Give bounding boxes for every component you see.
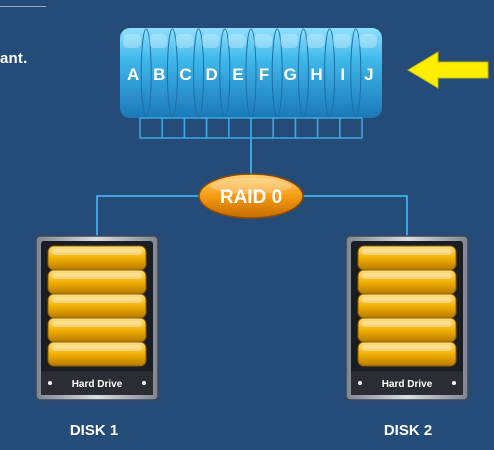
stripe-segment-rim xyxy=(219,28,231,118)
raid0-badge: RAID 0 xyxy=(198,173,304,219)
stripe-segment-rim xyxy=(297,28,309,118)
drive-plate xyxy=(351,371,463,395)
left-arrow-icon xyxy=(407,51,489,89)
disk-2-label: DISK 2 xyxy=(383,422,433,439)
screw-icon xyxy=(142,381,146,385)
platter-shine xyxy=(52,297,142,303)
stripe-segment-rim xyxy=(193,28,205,118)
stripe-letter-C: C xyxy=(179,65,191,84)
platter xyxy=(357,341,457,367)
platter-shine xyxy=(362,273,452,279)
stripe-connector-box xyxy=(272,117,297,139)
side-caption-fragment: ant. xyxy=(0,50,28,67)
hard-drive-1: Hard Drive xyxy=(35,235,159,401)
stripe-segment-highlight xyxy=(201,34,220,48)
connector-lines xyxy=(96,138,408,238)
stripe-connector-box xyxy=(228,117,252,139)
platter-shine xyxy=(52,249,142,255)
stripe-segment-rim xyxy=(324,28,336,118)
stripe-dividers xyxy=(123,28,377,118)
stripe-connector-box xyxy=(139,117,163,139)
stripe-letter-H: H xyxy=(310,65,322,84)
platter-shine xyxy=(52,273,142,279)
platter xyxy=(47,341,147,367)
stripe-connector-box xyxy=(183,117,208,139)
connector-line-disk2 xyxy=(302,195,408,238)
platter-shine xyxy=(52,345,142,351)
stripe-connectors xyxy=(139,117,363,139)
platter-shine xyxy=(362,345,452,351)
platter-shine xyxy=(52,321,142,327)
drive-platters xyxy=(47,245,147,367)
drive-plate-label: Hard Drive xyxy=(382,379,433,390)
stripe-segment-highlight xyxy=(175,34,194,48)
stripe-connector-box xyxy=(339,117,363,139)
drive-platters xyxy=(357,245,457,367)
connector-line-disk1 xyxy=(96,195,200,238)
stripe-letter-E: E xyxy=(232,65,243,84)
platter-shine xyxy=(362,297,452,303)
stripe-letter-A: A xyxy=(127,65,139,84)
screw-icon xyxy=(358,381,362,385)
screw-icon xyxy=(48,381,52,385)
drive-plate xyxy=(41,371,153,395)
stripe-letter-I: I xyxy=(340,65,345,84)
stripe-segment-highlight xyxy=(123,34,142,48)
stripe-segment-highlight xyxy=(280,34,299,48)
stripe-segment-highlight xyxy=(306,34,325,48)
hard-drive-2: Hard Drive xyxy=(345,235,469,401)
platter-shine xyxy=(362,321,452,327)
screw-icon xyxy=(452,381,456,385)
stripe-segment-highlight xyxy=(149,34,168,48)
stripe-letter-G: G xyxy=(284,65,297,84)
stripe-segment-rim xyxy=(271,28,283,118)
stripe-connector-box xyxy=(294,117,319,139)
stripe-segment-rim xyxy=(350,28,362,118)
stripe-connector-box xyxy=(250,117,274,139)
platter-shine xyxy=(362,249,452,255)
raid0-label: RAID 0 xyxy=(220,187,282,208)
stripe-letter-F: F xyxy=(259,65,269,84)
stripe-segment-rim xyxy=(166,28,178,118)
stripe-letter-D: D xyxy=(206,65,218,84)
stripe-connector-box xyxy=(316,117,341,139)
drive-plate-label: Hard Drive xyxy=(72,379,123,390)
stripe-connector-box xyxy=(205,117,230,139)
stripe-segment-highlight xyxy=(254,34,273,48)
disk-1-label: DISK 1 xyxy=(69,422,119,439)
stripe-connector-box xyxy=(161,117,186,139)
stripe-segment-highlight xyxy=(332,34,351,48)
stripe-letter-J: J xyxy=(364,65,373,84)
stripe-body xyxy=(120,28,382,118)
stripe-segment-highlight xyxy=(227,34,246,48)
stripe-segment-highlight xyxy=(358,34,377,48)
stripe-segment-rim xyxy=(140,28,152,118)
stripe-segment-rim xyxy=(245,28,257,118)
top-divider xyxy=(0,0,46,7)
stripe-letter-B: B xyxy=(153,65,165,84)
